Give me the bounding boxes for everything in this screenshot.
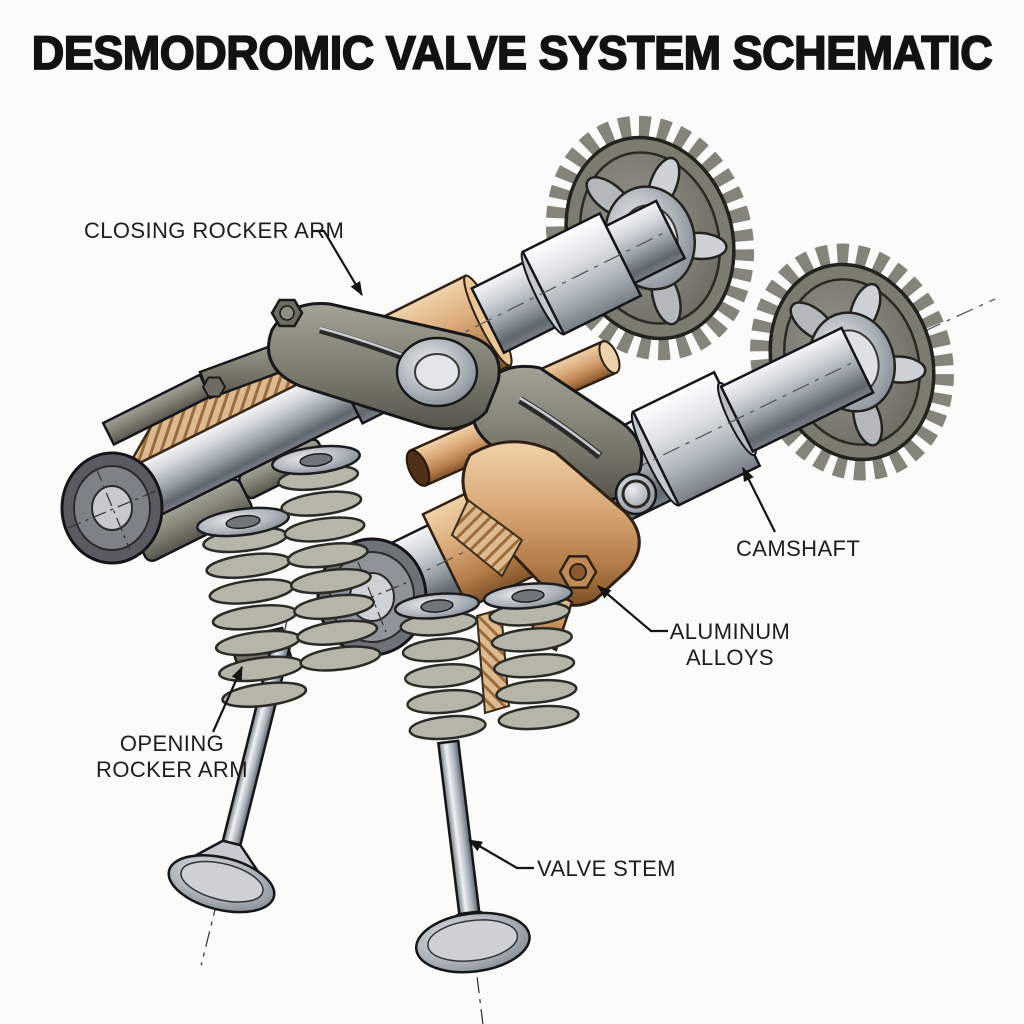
bolt-icon bbox=[201, 376, 227, 398]
spring-coil bbox=[298, 641, 383, 676]
spring-coil bbox=[207, 574, 296, 609]
valve-stem-shaft bbox=[436, 739, 482, 920]
spring-coil bbox=[496, 701, 581, 734]
spring-retainer-collar bbox=[225, 514, 261, 530]
pivot-boss-face bbox=[414, 353, 460, 391]
closing-rocker-arm-a bbox=[198, 298, 501, 431]
pivot-circlip bbox=[621, 479, 651, 509]
stub-bore bbox=[405, 449, 431, 487]
centerline bbox=[95, 467, 131, 551]
leader-camshaft bbox=[742, 467, 776, 533]
spring-coil bbox=[282, 512, 367, 547]
label-closing-rocker-arm: CLOSING ROCKER ARM bbox=[84, 218, 345, 243]
rocker-section-hatch bbox=[450, 498, 524, 578]
stub-end bbox=[598, 340, 621, 374]
callout-leaders bbox=[211, 229, 776, 870]
spring-coil bbox=[279, 486, 364, 521]
camshaft-axis bbox=[346, 230, 668, 392]
spring-coil bbox=[405, 686, 486, 718]
spring-retainer-collar bbox=[511, 589, 545, 603]
valve-head-face bbox=[427, 919, 519, 962]
leader-aluminum-alloys bbox=[597, 585, 668, 633]
spring-coil bbox=[216, 651, 306, 687]
camshaft-a-end bbox=[60, 451, 164, 565]
rocker-slot-highlight bbox=[519, 396, 601, 455]
spring-coil bbox=[403, 660, 484, 692]
label-aluminum-alloys: ALUMINUM ALLOYS bbox=[669, 619, 791, 670]
label-camshaft: CAMSHAFT bbox=[736, 536, 861, 561]
valve-spring-3 bbox=[393, 592, 488, 744]
spring-coil bbox=[400, 634, 481, 666]
label-valve-stem: VALVE STEM bbox=[537, 856, 676, 881]
valve-spring-4 bbox=[482, 582, 581, 734]
valve-head-face bbox=[180, 860, 264, 903]
spring-coil bbox=[407, 712, 488, 744]
spring-retainer-collar bbox=[299, 452, 333, 468]
valve-2 bbox=[414, 723, 531, 1024]
valve-spring-1 bbox=[196, 506, 309, 713]
valve-1 bbox=[167, 620, 293, 966]
valve-spring-2 bbox=[271, 444, 383, 676]
bolt-head bbox=[279, 305, 295, 321]
spring-retainer-collar bbox=[420, 599, 454, 613]
label-opening-rocker-arm: OPENING ROCKER ARM bbox=[96, 731, 248, 782]
centerline bbox=[67, 489, 159, 529]
spring-coil bbox=[204, 548, 293, 584]
valve-centerline bbox=[445, 723, 485, 1024]
leader-opening-rocker-arm bbox=[211, 666, 244, 733]
end-disc-bore bbox=[91, 485, 133, 531]
rocker-slot bbox=[517, 396, 603, 460]
diagram-title: DESMODROMIC VALVE SYSTEM SCHEMATIC bbox=[31, 25, 994, 80]
adjuster-stud bbox=[569, 563, 587, 581]
leader-closing-rocker-arm bbox=[312, 229, 363, 296]
leader-valve-stem bbox=[468, 839, 534, 870]
closing-rocker-arm-b bbox=[471, 364, 658, 516]
